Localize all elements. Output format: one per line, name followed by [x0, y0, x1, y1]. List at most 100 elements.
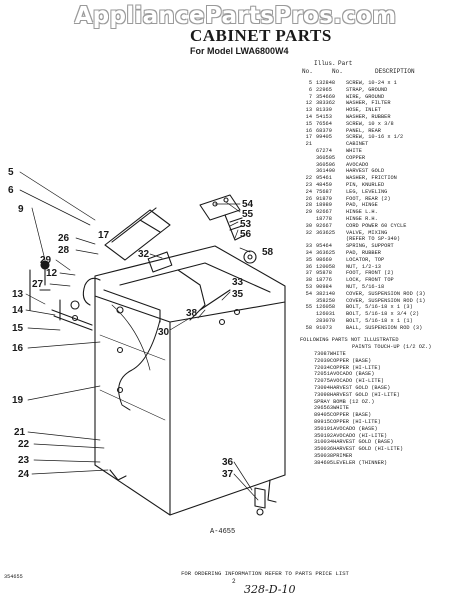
part-description: NUT, 1/2-13	[346, 263, 381, 270]
part-description: VALVE, MIXING	[346, 229, 388, 236]
callout-19: 19	[12, 395, 24, 406]
illus-number: 55	[305, 304, 312, 311]
part-description: BOLT, 5/16-18 x 1 (3)	[346, 304, 413, 311]
illus-number: 33	[305, 243, 312, 250]
part-description: AVOCADO (BASE)	[333, 425, 378, 432]
illus-header-top: Illus.	[314, 60, 336, 67]
extra-parts-title: FOLLOWING PARTS NOT ILLUSTRATED PAINTS T…	[300, 337, 468, 351]
part-description: COVER, SUSPENSION ROD (3)	[346, 290, 426, 297]
part-description: LOCATOR, TOP	[346, 256, 385, 263]
watermark: AppliancePartsPros.com	[74, 3, 397, 29]
parts-row: (REFER TO SP-340)	[300, 236, 468, 243]
part-description: SPRING, SUPPORT	[346, 243, 394, 250]
part-description: BOLT, 5/16-18 x 3/4 (2)	[346, 311, 420, 318]
part-number: 91073	[316, 324, 332, 331]
part-number: 98669	[316, 256, 332, 263]
part-number: 350036	[314, 446, 334, 453]
part-number: 81339	[316, 107, 332, 114]
illus-number: 15	[305, 120, 312, 127]
callout-28: 28	[58, 245, 70, 256]
extra-parts-row: 350036HARVEST GOLD (HI-LITE)	[300, 446, 468, 453]
extra-parts-row: 72034COPPER (HI-LITE)	[300, 365, 468, 372]
part-description: WHITE	[346, 147, 362, 154]
part-description: WASHER, FILTER	[346, 100, 391, 107]
page-number: 2	[232, 578, 236, 585]
callout-16: 16	[12, 343, 24, 354]
callout-38: 38	[186, 308, 198, 319]
part-description: STRAP, GROUND	[346, 86, 388, 93]
illus-header: No.	[302, 68, 313, 75]
illus-number: 58	[305, 324, 312, 331]
part-number	[300, 399, 314, 405]
part-description: HARVEST GOLD (BASE)	[329, 384, 391, 391]
figure-code: A-4655	[210, 528, 236, 536]
extra-parts-row: 296563WHITE	[300, 405, 468, 412]
illus-number: 37	[305, 270, 312, 277]
part-description: HARVEST GOLD	[346, 168, 385, 175]
part-header: No.	[332, 68, 343, 75]
part-description: COVER, SUSPENSION ROD (1)	[346, 297, 426, 304]
callout-6: 6	[8, 185, 14, 196]
description-header: DESCRIPTION	[375, 68, 415, 75]
exploded-view-diagram: 5 6 9 26 28 29 12 27 13 14 15 16 19 21 2…	[8, 167, 286, 516]
callout-21: 21	[14, 427, 26, 438]
part-number: 72075	[314, 378, 330, 385]
illus-number: 14	[305, 113, 312, 120]
part-number: 76564	[316, 120, 332, 127]
part-description: BALL, SUSPENSION ROD (3)	[346, 324, 423, 331]
illus-number: 34	[305, 249, 312, 256]
part-number: 92667	[316, 222, 332, 229]
part-number: 360506	[316, 161, 336, 168]
leader-lines	[19, 171, 259, 501]
part-number: 383362	[316, 100, 336, 107]
part-number: 73087	[314, 351, 330, 357]
part-description: FOOT, REAR (2)	[346, 195, 391, 202]
part-number: 95878	[316, 270, 332, 277]
part-number: 18778	[316, 215, 332, 222]
part-number: 99405	[316, 134, 332, 141]
part-number: 361490	[316, 168, 336, 175]
part-number: 350191	[314, 425, 334, 432]
part-number: 72039	[314, 357, 330, 364]
extra-parts-row: SPRAY BOMB (12 OZ.)	[300, 399, 468, 406]
part-description: PAD, RUBBER	[346, 249, 381, 256]
extra-parts-title-line2: PAINTS TOUCH-UP (1/2 OZ.)	[352, 343, 432, 350]
callout-54: 54	[242, 199, 254, 210]
page-subtitle: For Model LWA6800W4	[190, 46, 289, 56]
part-description: WHITE	[329, 351, 346, 357]
callout-9: 9	[18, 204, 24, 215]
illus-number: 21	[305, 141, 312, 148]
handwritten-note: 328-D-10	[244, 583, 296, 596]
extra-parts-row: 350038PRIMER	[300, 453, 468, 460]
illus-number: 12	[305, 100, 312, 107]
part-description: LOCK, FRONT TOP	[346, 277, 394, 284]
part-description: WIRE, GROUND	[346, 93, 385, 100]
callout-33: 33	[232, 277, 244, 288]
part-description: CABINET	[346, 141, 369, 148]
parts-row: 361490 HARVEST GOLD	[300, 168, 468, 175]
extra-parts-row: 72039COPPER (BASE)	[300, 358, 468, 365]
ordering-footer: FOR ORDERING INFORMATION REFER TO PARTS …	[181, 570, 349, 577]
illus-number: 7	[308, 93, 312, 100]
extra-parts-row: 72075AVOCADO (HI-LITE)	[300, 378, 468, 385]
parts-row: 58 91073 BALL, SUSPENSION ROD (3)	[300, 325, 468, 332]
part-number: 382140	[316, 290, 336, 297]
part-number: 95461	[316, 175, 332, 182]
part-number: 363625	[316, 249, 336, 256]
